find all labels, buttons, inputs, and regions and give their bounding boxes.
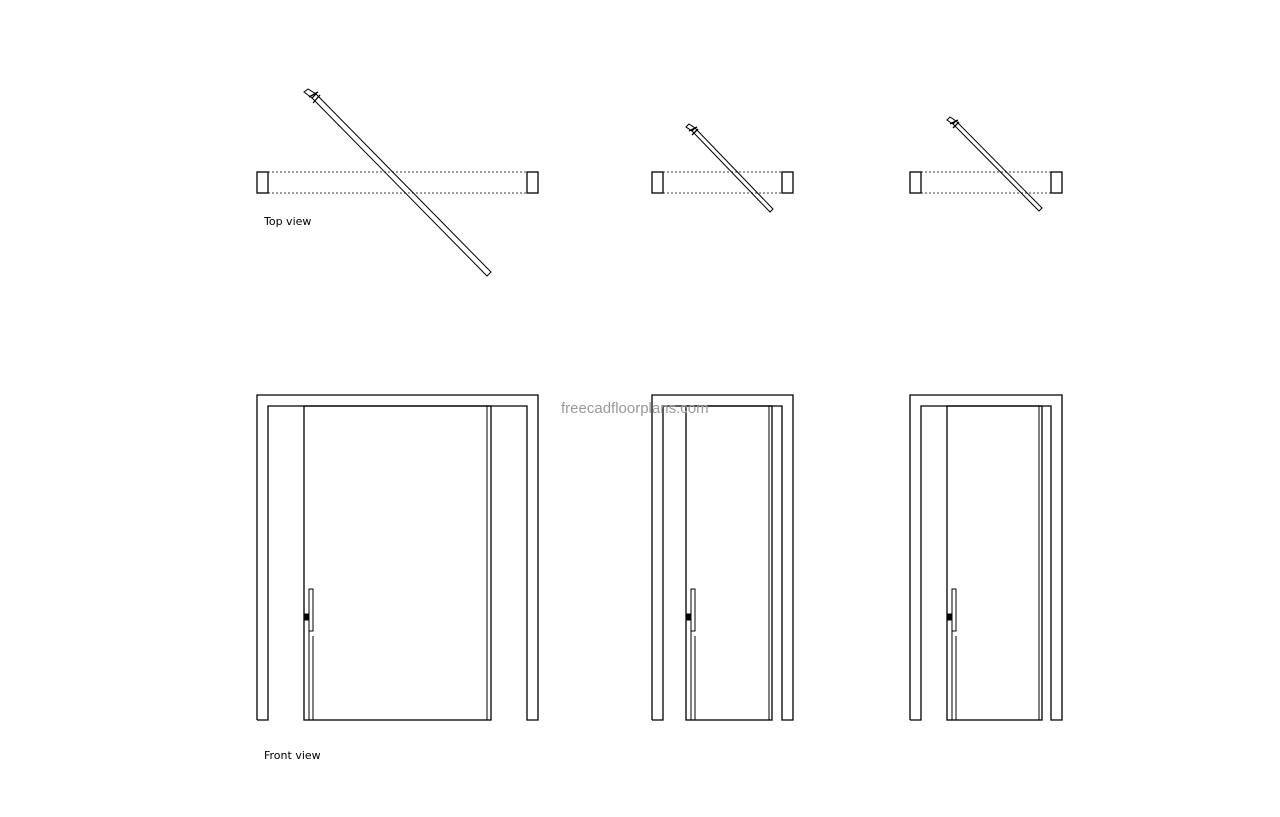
jamb-left: [909, 171, 922, 194]
door-leaf: [946, 405, 1043, 721]
jamb-left: [651, 171, 664, 194]
door-handle: [686, 588, 696, 720]
door-leaf: [685, 405, 773, 721]
top-view-2: [651, 123, 794, 213]
jamb-right: [526, 171, 539, 194]
front-view-2: [651, 394, 794, 721]
door-leaf-swing: [685, 123, 774, 213]
watermark: freecadfloorplans.com: [561, 400, 709, 417]
door-leaf: [303, 405, 492, 721]
door-frame: [256, 394, 539, 721]
door-handle: [947, 588, 957, 720]
jamb-left: [256, 171, 269, 194]
door-handle: [304, 588, 314, 720]
top-view-label: Top view: [263, 215, 311, 228]
door-leaf-swing: [946, 116, 1043, 212]
jamb-right: [1050, 171, 1063, 194]
front-view-3: [909, 394, 1063, 721]
door-leaf-swing: [303, 88, 492, 277]
front-view-1: [256, 394, 539, 721]
door-frame: [909, 394, 1063, 721]
front-view-label: Front view: [264, 749, 321, 762]
top-view-3: [909, 116, 1063, 212]
door-frame: [651, 394, 794, 721]
top-view-1: [256, 88, 539, 277]
jamb-right: [781, 171, 794, 194]
